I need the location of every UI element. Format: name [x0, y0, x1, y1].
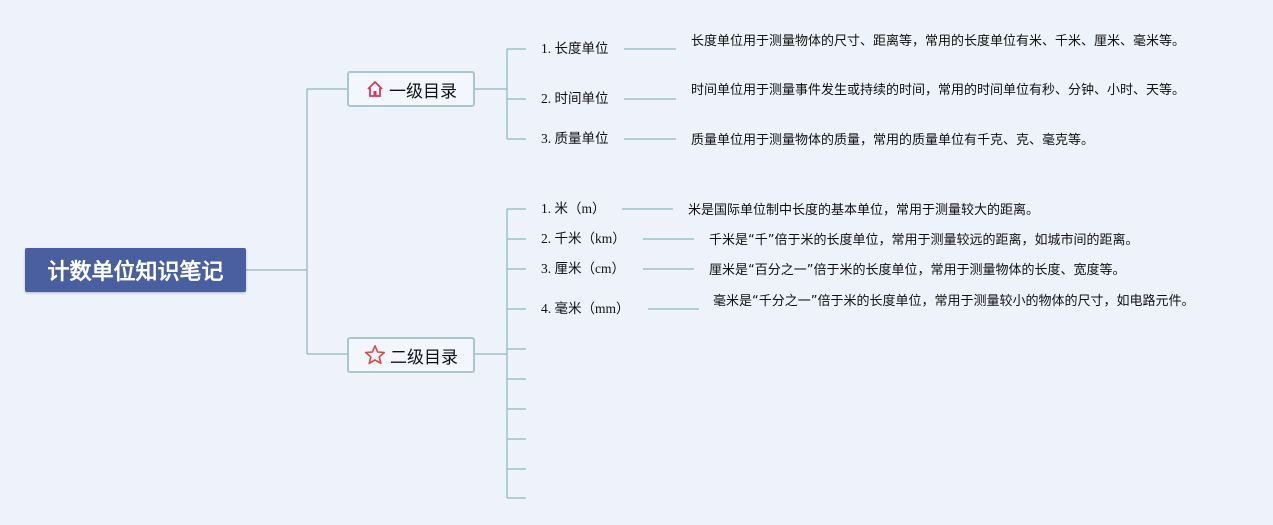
desc-kilometer: 千米是“千”倍于米的长度单位，常用于测量较远的距离，如城市间的距离。 [709, 233, 1139, 248]
star-icon [364, 345, 386, 365]
desc-time-unit: 时间单位用于测量事件发生或持续的时间，常用的时间单位有秒、分钟、小时、天等。 [691, 83, 1186, 98]
desc-meter: 米是国际单位制中长度的基本单位，常用于测量较大的距离。 [688, 203, 1040, 218]
leaf-mass-unit[interactable]: 3. 质量单位 [541, 131, 609, 146]
branch-level-two[interactable]: 二级目录 [347, 337, 475, 373]
branch-level-one-label: 一级目录 [389, 81, 457, 102]
leaf-kilometer[interactable]: 2. 千米（km） [541, 231, 626, 246]
leaf-length-unit[interactable]: 1. 长度单位 [541, 41, 609, 56]
leaf-meter[interactable]: 1. 米（m） [541, 201, 606, 216]
leaf-time-unit[interactable]: 2. 时间单位 [541, 91, 609, 106]
leaf-centimeter[interactable]: 3. 厘米（cm） [541, 261, 625, 276]
desc-length-unit: 长度单位用于测量物体的尺寸、距离等，常用的长度单位有米、千米、厘米、毫米等。 [691, 34, 1186, 49]
leaf-millimeter[interactable]: 4. 毫米（mm） [541, 301, 630, 316]
desc-centimeter: 厘米是“百分之一”倍于米的长度单位，常用于测量物体的长度、宽度等。 [709, 263, 1126, 278]
branch-level-one[interactable]: 一级目录 [347, 71, 475, 107]
desc-mass-unit: 质量单位用于测量物体的质量，常用的质量单位有千克、克、毫克等。 [691, 133, 1095, 148]
root-topic[interactable]: 计数单位知识笔记 [25, 248, 246, 292]
branch-level-two-label: 二级目录 [390, 347, 458, 368]
desc-millimeter: 毫米是“千分之一”倍于米的长度单位，常用于测量较小的物体的尺寸，如电路元件。 [713, 294, 1195, 309]
home-icon [367, 81, 383, 97]
